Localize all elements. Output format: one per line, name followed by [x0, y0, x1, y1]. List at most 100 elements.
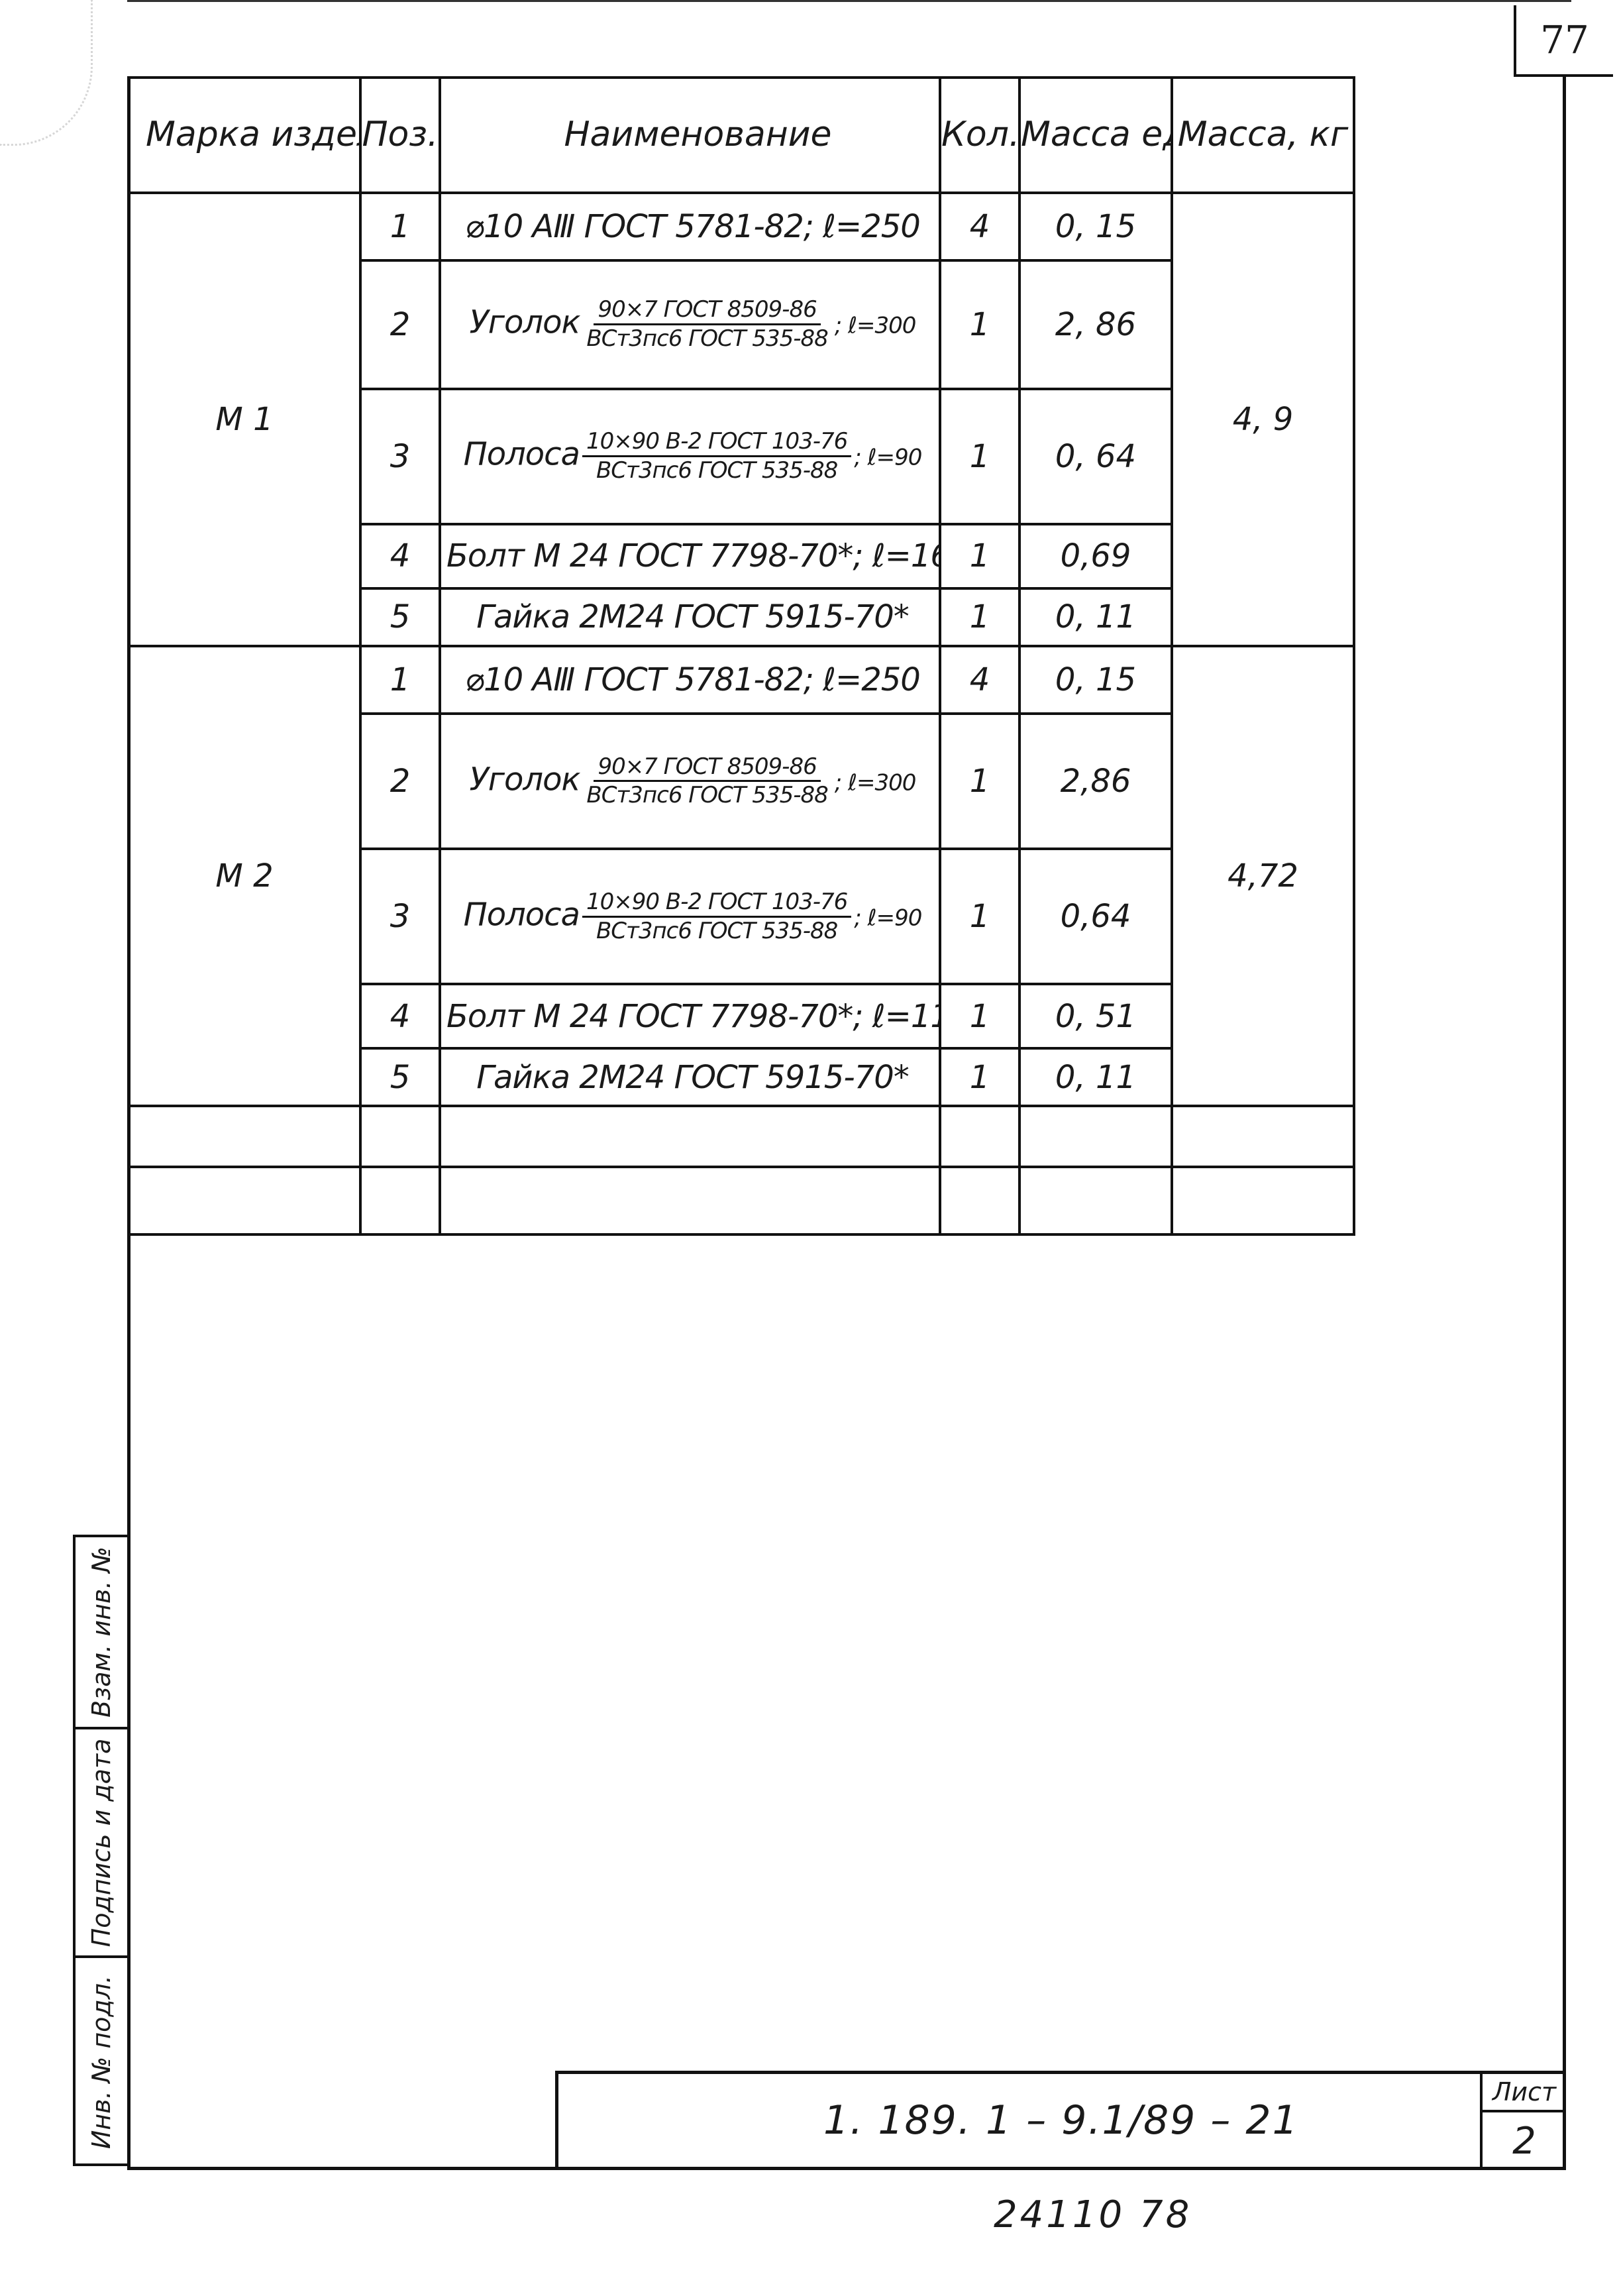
unit-mass-cell: 0, 64 — [1018, 387, 1173, 525]
empty-cell — [439, 1165, 941, 1236]
unit-mass-cell: 0,64 — [1018, 847, 1173, 986]
fraction-denominator: ВСт3пс6 ГОСТ 535-88 — [586, 325, 828, 353]
mass-cell-m1: 4, 9 — [1171, 191, 1355, 647]
empty-cell — [359, 1165, 441, 1236]
pos-cell: 1 — [359, 191, 441, 262]
qty-cell: 1 — [939, 847, 1021, 986]
archive-stamp — [0, 0, 93, 146]
mass-cell-m2: 4,72 — [1171, 644, 1355, 1107]
empty-cell — [439, 1104, 941, 1168]
qty-cell: 4 — [939, 191, 1021, 262]
name-cell: Гайка 2М24 ГОСТ 5915-70* — [439, 1047, 941, 1107]
length-suffix: ; ℓ=90 — [854, 904, 922, 932]
qty-cell: 1 — [939, 983, 1021, 1050]
empty-row — [127, 1165, 1355, 1236]
unit-mass-cell: 0,69 — [1018, 522, 1173, 590]
fraction-denominator: ВСт3пс6 ГОСТ 535-88 — [596, 457, 838, 484]
pos-cell: 4 — [359, 983, 441, 1050]
name-prefix: Уголок — [469, 303, 581, 341]
length-suffix: ; ℓ=300 — [834, 769, 917, 796]
empty-cell — [1171, 1104, 1355, 1168]
header-pos: Поз. — [359, 76, 441, 194]
fraction-denominator: ВСт3пс6 ГОСТ 535-88 — [596, 917, 838, 944]
name-prefix: Полоса — [463, 896, 580, 934]
fraction-numerator: 10×90 В-2 ГОСТ 103-76 — [582, 889, 852, 918]
name-prefix: Уголок — [469, 760, 581, 798]
qty-cell: 4 — [939, 644, 1021, 715]
table-row: М 2 1 ⌀10 АⅢ ГОСТ 5781-82; ℓ=250 4 0, 15… — [127, 644, 1355, 1107]
name-cell: Болт М 24 ГОСТ 7798-70*; ℓ=160 — [439, 522, 941, 590]
pos-cell: 3 — [359, 847, 441, 986]
table-row: 5 Гайка 2М24 ГОСТ 5915-70* 1 0, 11 — [129, 586, 1354, 647]
empty-cell — [1018, 1165, 1173, 1236]
specification-table: Марка изделия Поз. Наименование Кол. Мас… — [127, 76, 1355, 1236]
sheet-box: Лист 2 — [1480, 2074, 1566, 2170]
qty-cell: 1 — [939, 258, 1021, 390]
pos-cell: 5 — [359, 1047, 441, 1107]
table-header-row: Марка изделия Поз. Наименование Кол. Мас… — [127, 76, 1355, 194]
side-label-signature: Подпись и дата — [87, 1738, 116, 1947]
side-label-replacement: Взам. инв. № — [87, 1546, 116, 1718]
empty-cell — [939, 1165, 1021, 1236]
mark-cell-m2: М 2 — [127, 644, 362, 1107]
pos-cell: 3 — [359, 387, 441, 525]
name-cell: Гайка 2М24 ГОСТ 5915-70* — [439, 586, 941, 647]
header-name: Наименование — [439, 76, 941, 194]
top-rule — [127, 0, 1571, 2]
empty-cell — [939, 1104, 1021, 1168]
pos-cell: 5 — [359, 586, 441, 647]
empty-cell — [1171, 1165, 1355, 1236]
sheet-label: Лист — [1483, 2074, 1566, 2112]
pos-cell: 2 — [359, 712, 441, 850]
side-cell-signature: Подпись и дата — [76, 1729, 127, 1958]
name-prefix: Полоса — [463, 435, 580, 473]
empty-cell — [359, 1104, 441, 1168]
header-mark: Марка изделия — [127, 76, 362, 194]
table-row: 4 Болт М 24 ГОСТ 7798-70*; ℓ=110 1 0, 51 — [129, 983, 1354, 1050]
empty-row — [127, 1104, 1355, 1168]
empty-cell — [127, 1165, 362, 1236]
side-cell-inventory: Инв. № подл. — [76, 1958, 127, 2166]
sheet-number: 2 — [1512, 2119, 1536, 2163]
pos-cell: 4 — [359, 522, 441, 590]
fraction-denominator: ВСт3пс6 ГОСТ 535-88 — [586, 782, 828, 809]
document-code: 1. 189. 1 – 9.1/89 – 21 — [823, 2097, 1299, 2144]
unit-mass-cell: 0, 15 — [1018, 644, 1173, 715]
table-row: 5 Гайка 2М24 ГОСТ 5915-70* 1 0, 11 — [129, 1047, 1354, 1107]
header-unit-mass: Масса ед., кг — [1018, 76, 1173, 194]
side-cell-replacement: Взам. инв. № — [76, 1537, 127, 1729]
page-number: 77 — [1514, 5, 1613, 77]
unit-mass-cell: 0, 11 — [1018, 1047, 1173, 1107]
side-stamp-strip: Взам. инв. № Подпись и дата Инв. № подл. — [73, 1535, 127, 2166]
unit-mass-cell: 2,86 — [1018, 712, 1173, 850]
name-cell: Болт М 24 ГОСТ 7798-70*; ℓ=110 — [439, 983, 941, 1050]
fraction-numerator: 90×7 ГОСТ 8509-86 — [594, 753, 821, 783]
archive-code: 24110 78 — [994, 2193, 1192, 2236]
unit-mass-cell: 0, 15 — [1018, 191, 1173, 262]
title-block: 1. 189. 1 – 9.1/89 – 21 Лист 2 — [555, 2071, 1566, 2170]
name-cell: ⌀10 АⅢ ГОСТ 5781-82; ℓ=250 — [439, 644, 941, 715]
qty-cell: 1 — [939, 586, 1021, 647]
qty-cell: 1 — [939, 1047, 1021, 1107]
length-suffix: ; ℓ=90 — [854, 444, 922, 471]
qty-cell: 1 — [939, 712, 1021, 850]
length-suffix: ; ℓ=300 — [834, 312, 917, 339]
unit-mass-cell: 0, 11 — [1018, 586, 1173, 647]
unit-mass-cell: 2, 86 — [1018, 258, 1173, 390]
qty-cell: 1 — [939, 522, 1021, 590]
qty-cell: 1 — [939, 387, 1021, 525]
side-label-inventory: Инв. № подл. — [87, 1975, 116, 2150]
table-row: 4 Болт М 24 ГОСТ 7798-70*; ℓ=160 1 0,69 — [129, 522, 1354, 590]
pos-cell: 1 — [359, 644, 441, 715]
